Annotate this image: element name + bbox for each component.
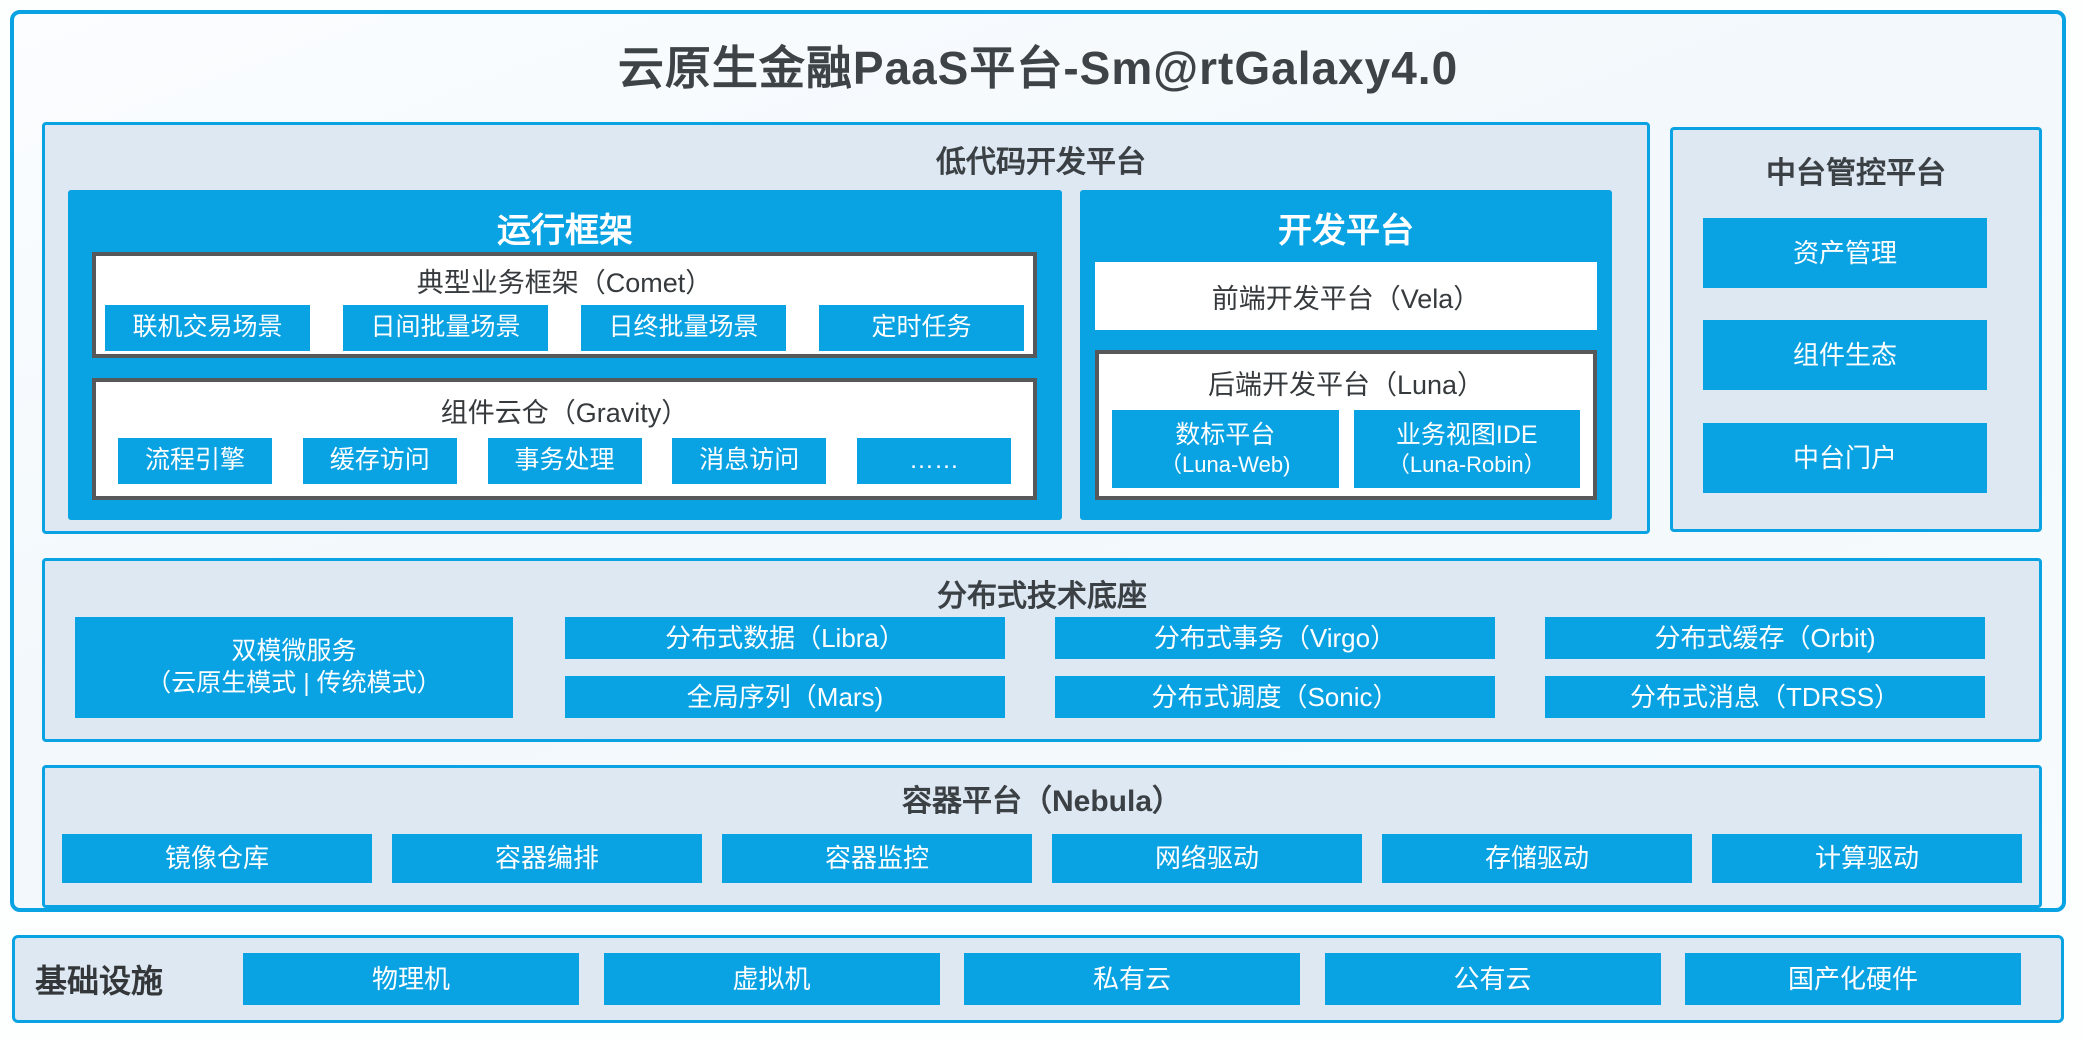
midplatform-section: 中台管控平台 资产管理 组件生态 中台门户 (1670, 127, 2042, 532)
midplatform-title: 中台管控平台 (1766, 157, 1946, 190)
dual-mode-microservice-item: 双模微服务 （云原生模式 | 传统模式） (75, 617, 513, 718)
infrastructure-items-row: 物理机 虚拟机 私有云 公有云 国产化硬件 (213, 953, 2061, 1005)
container-items-row: 镜像仓库 容器编排 容器监控 网络驱动 存储驱动 计算驱动 (45, 820, 2039, 883)
luna-robin-label: 业务视图IDE (1395, 420, 1538, 449)
gravity-item-ellipsis: …… (857, 438, 1011, 484)
page-title: 云原生金融PaaS平台-Sm@rtGalaxy4.0 (617, 42, 1459, 94)
distributed-column-1: 分布式数据（Libra） 全局序列（Mars) (565, 617, 1005, 718)
distributed-transaction-item: 分布式事务（Virgo） (1055, 617, 1495, 659)
distributed-column-2: 分布式事务（Virgo） 分布式调度（Sonic） (1055, 617, 1495, 718)
runtime-framework-panel: 运行框架 典型业务框架（Comet） 联机交易场景 日间批量场景 日终批量场景 … (68, 190, 1062, 520)
distributed-message-item: 分布式消息（TDRSS） (1545, 676, 1985, 718)
distributed-base-section: 分布式技术底座 双模微服务 （云原生模式 | 传统模式） 分布式数据（Libra… (42, 558, 2042, 742)
comet-items-row: 联机交易场景 日间批量场景 日终批量场景 定时任务 (96, 300, 1033, 351)
comet-item: 定时任务 (819, 305, 1024, 351)
distributed-cache-item: 分布式缓存（Orbit) (1545, 617, 1985, 659)
comet-item: 日间批量场景 (343, 305, 548, 351)
private-cloud-item: 私有云 (964, 953, 1300, 1005)
container-platform-title: 容器平台（Nebula） (901, 785, 1183, 818)
component-ecosystem-item: 组件生态 (1703, 320, 1987, 390)
comet-framework-box: 典型业务框架（Comet） 联机交易场景 日间批量场景 日终批量场景 定时任务 (92, 252, 1037, 358)
lowcode-platform-section: 低代码开发平台 运行框架 典型业务框架（Comet） 联机交易场景 日间批量场景… (42, 122, 1650, 534)
compute-driver-item: 计算驱动 (1712, 834, 2022, 883)
gravity-warehouse-title: 组件云仓（Gravity） (440, 398, 689, 428)
dual-mode-label: 双模微服务 (231, 637, 357, 666)
platform-outer-frame: 云原生金融PaaS平台-Sm@rtGalaxy4.0 低代码开发平台 运行框架 … (10, 10, 2066, 912)
midplatform-portal-item: 中台门户 (1703, 423, 1987, 493)
distributed-data-item: 分布式数据（Libra） (565, 617, 1005, 659)
dev-platform-panel: 开发平台 前端开发平台（Vela） 后端开发平台（Luna） 数标平台 （Lun… (1080, 190, 1612, 520)
virtual-machine-item: 虚拟机 (603, 953, 940, 1005)
luna-items-row: 数标平台 （Luna-Web) 业务视图IDE （Luna-Robin） (1099, 402, 1593, 488)
gravity-warehouse-box: 组件云仓（Gravity） 流程引擎 缓存访问 事务处理 消息访问 …… (92, 378, 1037, 500)
comet-item: 日终批量场景 (581, 305, 786, 351)
luna-backend-title: 后端开发平台（Luna） (1207, 370, 1485, 400)
runtime-framework-title: 运行框架 (497, 212, 633, 250)
physical-machine-item: 物理机 (243, 953, 579, 1005)
luna-web-sublabel: （Luna-Web) (1160, 451, 1291, 477)
public-cloud-item: 公有云 (1324, 953, 1661, 1005)
container-monitoring-item: 容器监控 (722, 834, 1032, 883)
comet-framework-title: 典型业务框架（Comet） (416, 268, 713, 298)
image-registry-item: 镜像仓库 (62, 834, 372, 883)
container-orchestration-item: 容器编排 (392, 834, 702, 883)
luna-backend-box: 后端开发平台（Luna） 数标平台 （Luna-Web) 业务视图IDE （Lu… (1095, 350, 1597, 500)
luna-web-item: 数标平台 （Luna-Web) (1112, 410, 1339, 488)
gravity-item: 流程引擎 (118, 438, 272, 484)
distributed-base-title: 分布式技术底座 (937, 580, 1147, 613)
dual-mode-sublabel: （云原生模式 | 传统模式） (146, 668, 442, 697)
infrastructure-section: 基础设施 物理机 虚拟机 私有云 公有云 国产化硬件 (12, 935, 2064, 1023)
distributed-scheduling-item: 分布式调度（Sonic） (1055, 676, 1495, 718)
lowcode-platform-title: 低代码开发平台 (936, 146, 1146, 179)
luna-robin-sublabel: （Luna-Robin） (1387, 451, 1546, 477)
vela-frontend-box: 前端开发平台（Vela） (1095, 262, 1597, 330)
domestic-hardware-item: 国产化硬件 (1685, 953, 2021, 1005)
infrastructure-label: 基础设施 (35, 963, 164, 999)
gravity-item: 缓存访问 (302, 438, 457, 484)
comet-item: 联机交易场景 (105, 305, 310, 351)
gravity-item: 消息访问 (672, 438, 827, 484)
container-platform-section: 容器平台（Nebula） 镜像仓库 容器编排 容器监控 网络驱动 存储驱动 计算… (42, 765, 2042, 908)
storage-driver-item: 存储驱动 (1382, 834, 1692, 883)
global-sequence-item: 全局序列（Mars) (565, 676, 1005, 718)
gravity-item: 事务处理 (487, 438, 642, 484)
gravity-items-row: 流程引擎 缓存访问 事务处理 消息访问 …… (96, 430, 1033, 484)
network-driver-item: 网络驱动 (1052, 834, 1362, 883)
distributed-column-3: 分布式缓存（Orbit) 分布式消息（TDRSS） (1545, 617, 1985, 718)
luna-robin-item: 业务视图IDE （Luna-Robin） (1353, 410, 1580, 488)
asset-management-item: 资产管理 (1703, 218, 1987, 288)
luna-web-label: 数标平台 (1175, 420, 1276, 449)
dev-platform-title: 开发平台 (1278, 212, 1414, 250)
